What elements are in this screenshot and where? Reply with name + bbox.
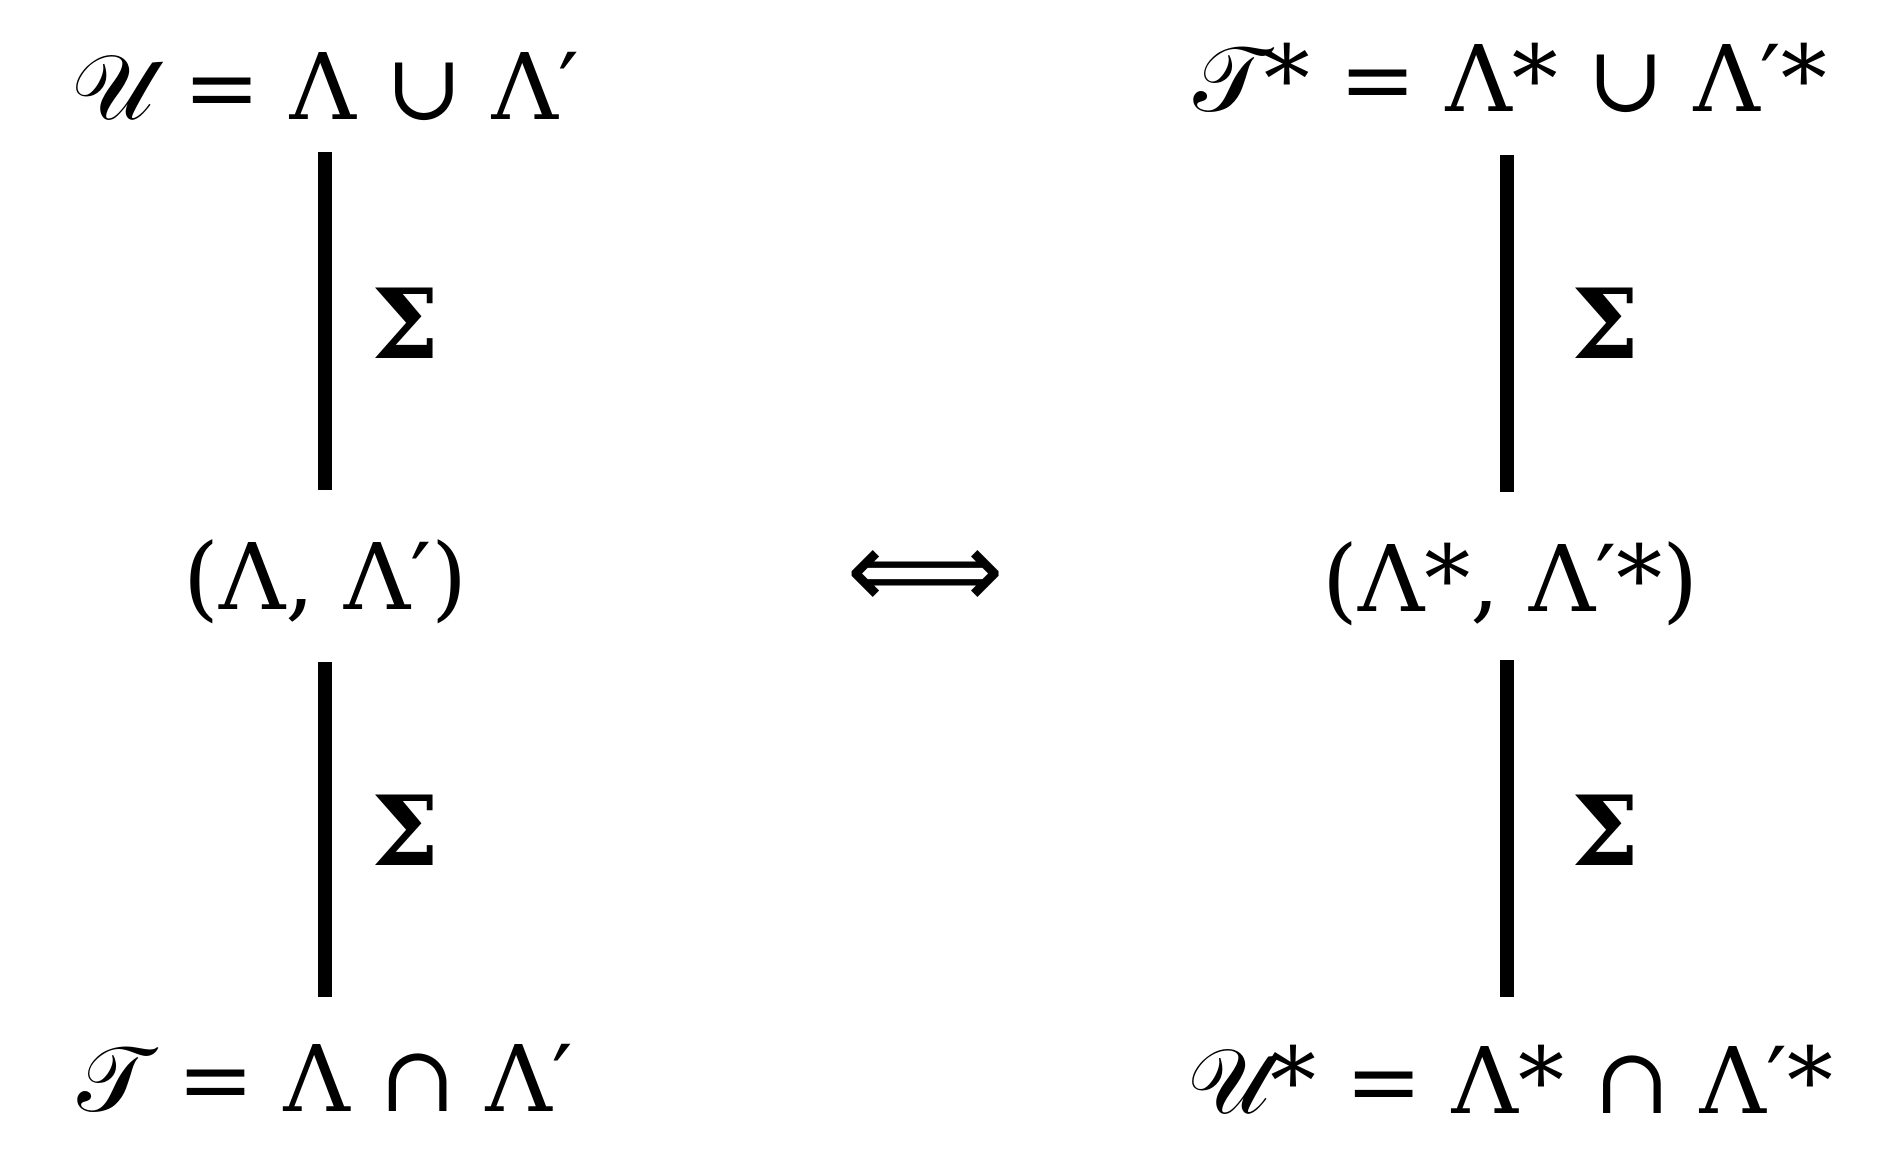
right-upper-edge	[1500, 155, 1514, 492]
left-lower-edge-label: Σ	[371, 775, 439, 888]
right-lower-edge-label: Σ	[1571, 775, 1639, 888]
left-upper-edge-label: Σ	[371, 268, 439, 381]
right-upper-edge-label: Σ	[1571, 268, 1639, 381]
right-top-expression: 𝒯* = Λ* ∪ Λ′*	[1193, 26, 1827, 133]
left-middle-expression: (Λ, Λ′)	[182, 524, 468, 631]
left-upper-edge	[318, 152, 332, 490]
equivalence-arrow-icon: ⟺	[846, 506, 1004, 634]
left-lower-edge	[318, 662, 332, 997]
left-bottom-expression: 𝒯 = Λ ∩ Λ′	[77, 1026, 573, 1133]
left-top-expression: 𝒰 = Λ ∪ Λ′	[71, 34, 579, 141]
right-lower-edge	[1500, 660, 1514, 997]
right-bottom-expression: 𝒰* = Λ* ∩ Λ′*	[1187, 1028, 1833, 1135]
right-middle-expression: (Λ*, Λ′*)	[1321, 526, 1699, 633]
